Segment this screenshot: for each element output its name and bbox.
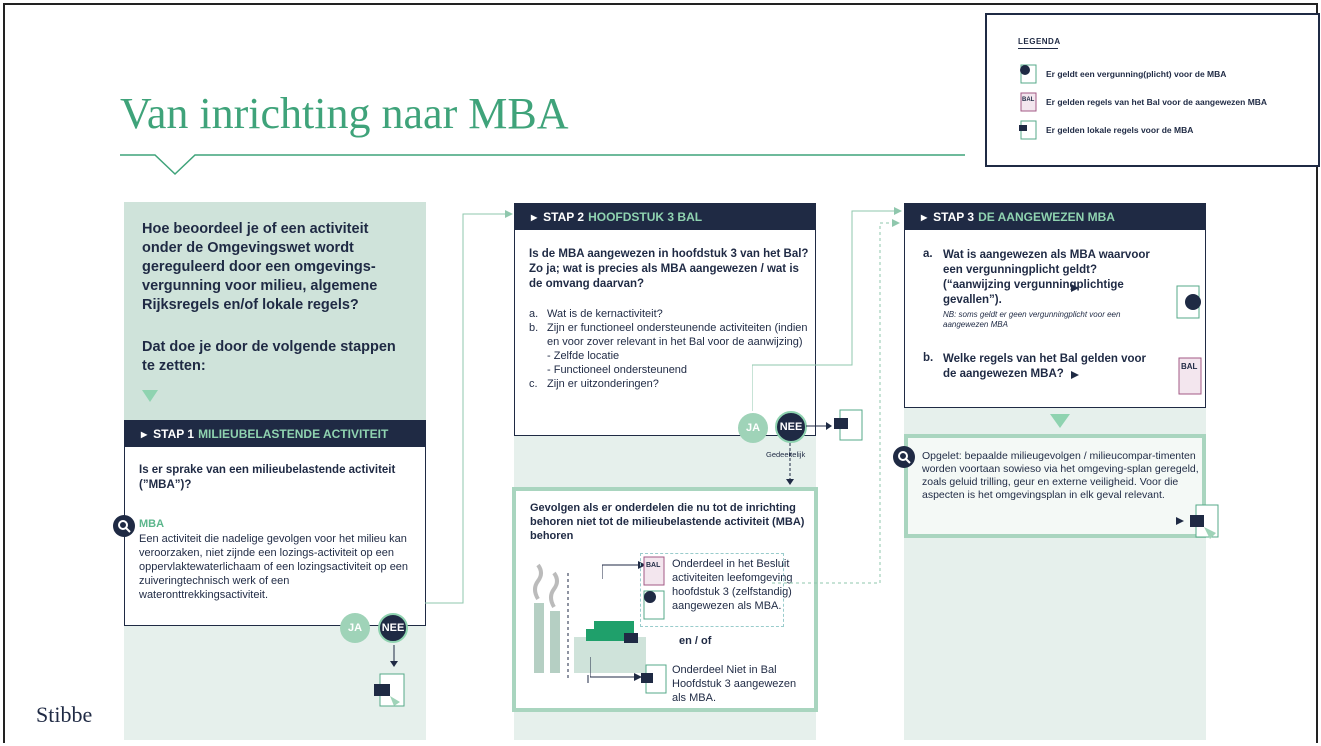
svg-text:BAL: BAL	[1181, 362, 1198, 371]
permit-document-icon	[1176, 285, 1201, 319]
down-arrow-icon	[1050, 414, 1070, 428]
magnifier-icon	[893, 446, 915, 468]
part1-box	[640, 553, 784, 627]
step3-label: STAP 3	[933, 210, 975, 224]
note-text: Opgelet: bepaalde milieugevolgen / milie…	[922, 450, 1199, 501]
mba-definition-title: MBA	[139, 518, 165, 530]
connector-step2-step3	[752, 207, 902, 411]
step3-qa-marker: a.	[923, 248, 933, 260]
page-title: Van inrichting naar MBA	[120, 89, 569, 138]
local-rules-document-icon	[374, 673, 405, 707]
legend-title: LEGENDA	[1018, 37, 1061, 49]
step2-header: STAP 2 HOOFDSTUK 3 BAL	[515, 204, 815, 230]
brand-logo: Stibbe	[36, 702, 93, 727]
step1-question: Is er sprake van een milieubelastende ac…	[139, 464, 396, 491]
legend-item-bal: BAL Er gelden regels van het Bal voor de…	[1018, 91, 1267, 113]
step2-item-c: c.Zijn er uitzonderingen?	[529, 378, 659, 390]
step1-title: MILIEUBELASTENDE ACTIVITEIT	[198, 427, 389, 441]
step3-qb-marker: b.	[923, 352, 934, 364]
bal-document-icon: BAL	[1178, 357, 1202, 395]
legend-item-local: Er gelden lokale regels voor de MBA	[1018, 119, 1193, 141]
part2-text: Onderdeel Niet in Bal Hoofdstuk 3 aangew…	[672, 664, 797, 704]
part1-text: Onderdeel in het Besluit activiteiten le…	[672, 558, 793, 612]
slide-frame	[3, 3, 1318, 743]
intro-question: Hoe beoordeel je of een activiteit onder…	[142, 221, 378, 313]
title-underline	[120, 154, 965, 176]
local-rules-document-icon	[834, 409, 863, 441]
step2-item-b: b.Zijn er functioneel ondersteunende act…	[529, 322, 808, 348]
permit-document-icon	[1020, 64, 1037, 84]
step1-nee-button[interactable]: NEE	[378, 613, 408, 643]
legend-box: LEGENDA Er geldt een vergunning(plicht) …	[985, 13, 1320, 167]
step2-item-b1: - Zelfde locatie	[547, 350, 620, 362]
step1-box: STAP 1 MILIEUBELASTENDE ACTIVITEIT Is er…	[124, 420, 426, 626]
step2-title: HOOFDSTUK 3 BAL	[588, 210, 703, 224]
and-or-label: en / of	[679, 635, 712, 647]
legend-label-permit: Er geldt een vergunning(plicht) voor de …	[1046, 69, 1227, 79]
step1-label: STAP 1	[153, 427, 195, 441]
note-box: Opgelet: bepaalde milieugevolgen / milie…	[904, 434, 1206, 538]
nee-arrow-icon-2	[806, 422, 832, 430]
step2-label: STAP 2	[543, 210, 585, 224]
consequences-box: Gevolgen als er onderdelen die nu tot de…	[512, 487, 818, 712]
connector-step1-step2	[425, 210, 513, 604]
step1-header: STAP 1 MILIEUBELASTENDE ACTIVITEIT	[125, 421, 425, 447]
bal-and-permit-icons: BAL	[643, 556, 665, 620]
mba-definition-text: Een activiteit die nadelige gevolgen voo…	[139, 533, 409, 601]
step2-list: a.Wat is de kernactiviteit? b.Zijn er fu…	[529, 307, 809, 391]
step3-header: STAP 3 DE AANGEWEZEN MBA	[905, 204, 1205, 230]
step2-question: Is de MBA aangewezen in hoofdstuk 3 van …	[529, 248, 809, 290]
svg-text:BAL: BAL	[646, 562, 661, 569]
step3-box: STAP 3 DE AANGEWEZEN MBA a. Wat is aange…	[904, 203, 1206, 408]
legend-item-permit: Er geldt een vergunning(plicht) voor de …	[1018, 63, 1226, 85]
bal-document-icon: BAL	[1020, 92, 1037, 112]
factory-illustration	[533, 563, 646, 683]
step2-box: STAP 2 HOOFDSTUK 3 BAL Is de MBA aangewe…	[514, 203, 816, 436]
step1-ja-button[interactable]: JA	[340, 613, 370, 643]
local-rules-document-icon	[641, 664, 667, 694]
intro-panel: Hoe beoordeel je of een activiteit onder…	[124, 202, 426, 420]
legend-label-local: Er gelden lokale regels voor de MBA	[1046, 125, 1194, 135]
step2-ja-button[interactable]: JA	[738, 413, 768, 443]
arrow-b-icon	[1071, 371, 1079, 379]
step2-item-b2: - Functioneel ondersteunend	[547, 364, 688, 376]
svg-text:BAL: BAL	[1022, 97, 1035, 103]
legend-label-bal: Er gelden regels van het Bal voor de aan…	[1046, 97, 1268, 107]
nee-arrow-icon	[390, 645, 398, 667]
consequences-title: Gevolgen als er onderdelen die nu tot de…	[530, 502, 805, 542]
step2-nee-button[interactable]: NEE	[775, 411, 807, 443]
magnifier-icon	[113, 515, 135, 537]
connector-consequences-step3	[772, 219, 900, 584]
connector-part2	[590, 657, 642, 681]
partial-arrow-icon	[786, 443, 794, 485]
local-rules-document-icon	[1190, 504, 1219, 539]
arrow-note-icon	[1176, 517, 1184, 525]
intro-followup: Dat doe je door de volgende stappen te z…	[142, 339, 396, 374]
down-arrow-icon	[142, 390, 158, 402]
step3-title: DE AANGEWEZEN MBA	[978, 210, 1115, 224]
arrow-a-icon	[1071, 284, 1079, 292]
step3-note: NB: soms geldt er geen vergunningplicht …	[943, 310, 1121, 329]
local-rules-document-icon	[1019, 120, 1037, 140]
partial-label: Gedeeltelijk	[766, 450, 806, 459]
step2-item-a: a.Wat is de kernactiviteit?	[529, 308, 663, 320]
step3-question-b: Welke regels van het Bal gelden voor de …	[943, 353, 1147, 380]
step3-question-a: Wat is aangewezen als MBA waarvoor een v…	[943, 249, 1150, 306]
